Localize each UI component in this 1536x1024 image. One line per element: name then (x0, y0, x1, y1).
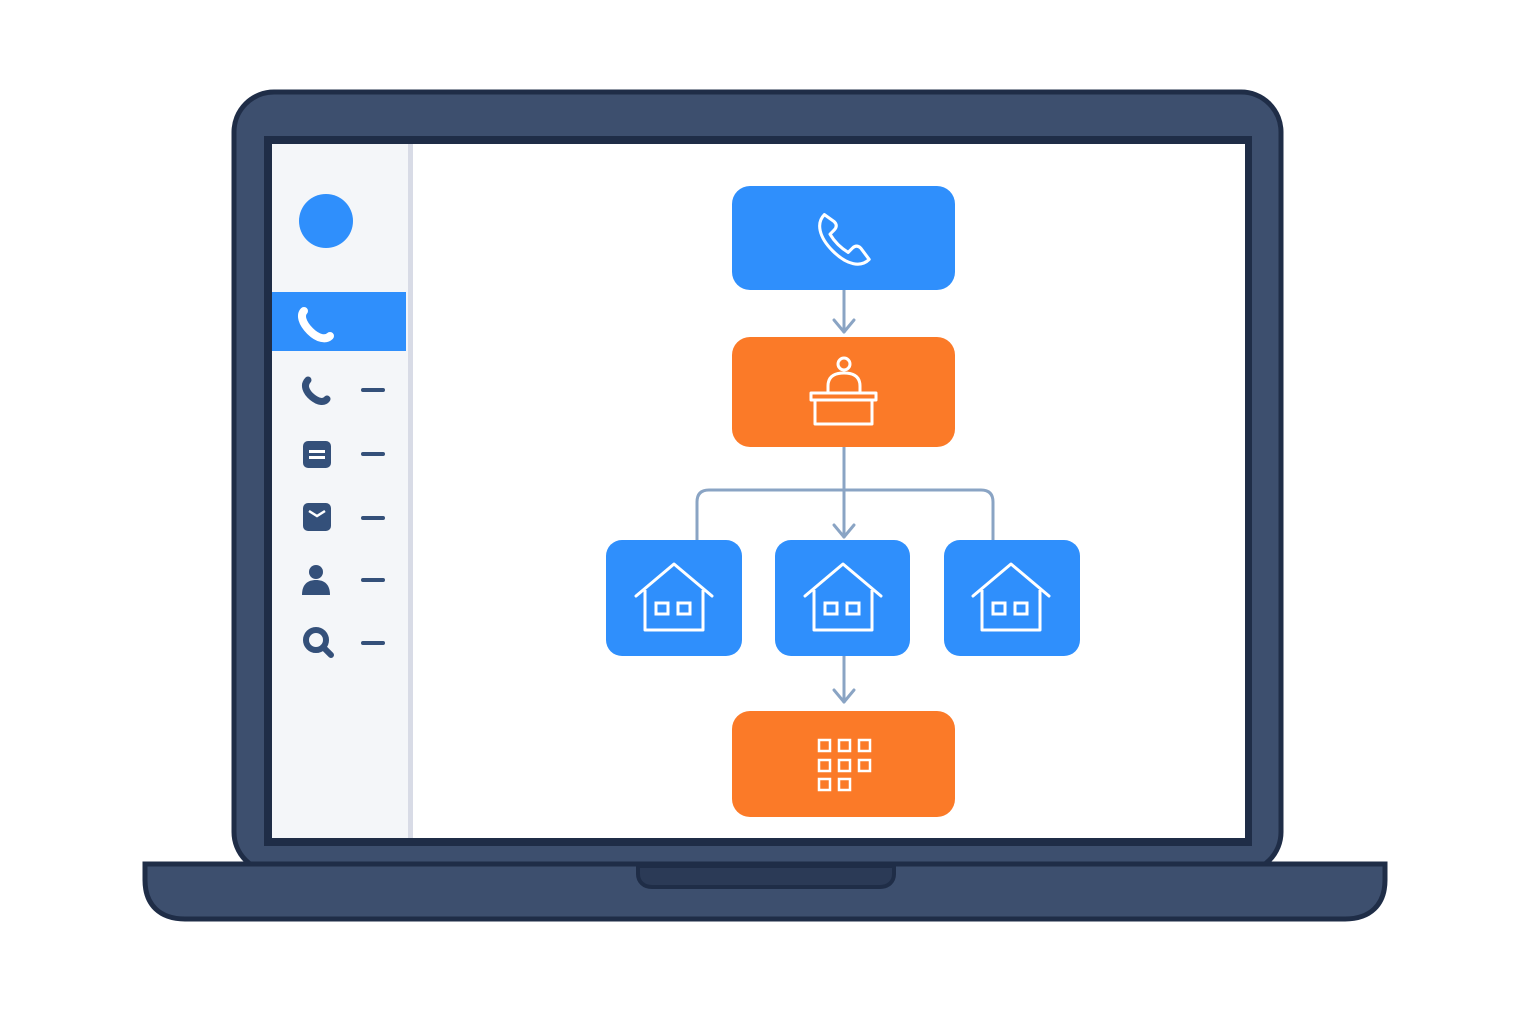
phone-icon (301, 376, 331, 405)
keypad-icon (817, 738, 872, 792)
sidebar-item-active-calls[interactable] (272, 292, 406, 351)
sidebar-item-contacts[interactable] (302, 565, 385, 595)
label-placeholder (361, 641, 385, 645)
sidebar-item-search[interactable] (303, 627, 385, 658)
node-branch-2[interactable] (775, 540, 910, 656)
label-placeholder (361, 578, 385, 582)
receptionist-desk-icon (809, 356, 878, 426)
laptop-base (142, 861, 1388, 922)
laptop-notch (636, 864, 896, 889)
sidebar-item-mail[interactable] (303, 503, 385, 531)
arrowhead (832, 318, 856, 334)
node-reception[interactable] (732, 337, 955, 447)
arrowhead (832, 688, 856, 704)
sidebar-item-calls[interactable] (301, 376, 385, 405)
sidebar (272, 144, 408, 838)
label-placeholder (361, 388, 385, 392)
arrowhead (832, 523, 856, 539)
user-icon (302, 565, 330, 595)
connectors (695, 288, 995, 704)
search-icon (303, 627, 334, 658)
node-incoming-call[interactable] (732, 186, 955, 290)
node-branch-3[interactable] (944, 540, 1080, 656)
avatar[interactable] (299, 194, 353, 248)
label-placeholder (361, 452, 385, 456)
message-icon (303, 441, 331, 468)
sidebar-border (408, 144, 413, 838)
sidebar-item-messages[interactable] (303, 441, 385, 468)
label-placeholder (361, 516, 385, 520)
connector-branch-split (695, 488, 995, 542)
node-keypad[interactable] (732, 711, 955, 817)
node-branch-1[interactable] (606, 540, 742, 656)
phone-icon (298, 307, 334, 343)
